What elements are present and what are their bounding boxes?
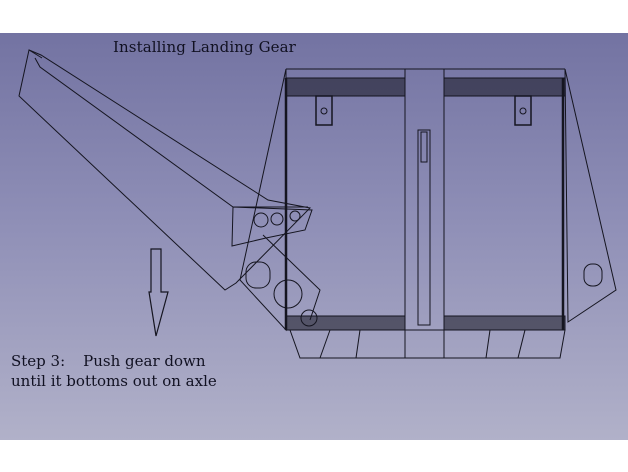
step-label: Step 3: [11, 352, 66, 370]
mount-hole-3 [289, 210, 301, 222]
bottom-rail-right [443, 315, 566, 331]
gear-mount-plate [231, 206, 313, 247]
drawing-canvas [0, 33, 628, 440]
fuselage-section [239, 68, 617, 359]
wheel-hub [273, 279, 303, 309]
keel-rib [355, 329, 361, 359]
step-instruction: Push gear down [83, 352, 206, 370]
top-rail-right [443, 77, 566, 97]
bottom-rail-left [285, 315, 406, 331]
bottom-keel [289, 329, 566, 359]
gear-leg-inner-edge [34, 57, 308, 208]
down-arrow-icon [148, 248, 169, 337]
small-wheel [300, 309, 318, 327]
mount-hole-1 [253, 212, 269, 228]
fuselage-outer-left [239, 68, 287, 332]
center-slot [417, 129, 431, 326]
gear-leg-outline [18, 49, 312, 291]
bracket-left [315, 95, 333, 126]
step-caption: Step 3: Push gear down until it bottoms o… [11, 351, 217, 391]
keel-rib [517, 329, 526, 359]
fuselage-outer-right [564, 68, 617, 323]
keel-rib [485, 329, 491, 359]
step-instruction-continued: until it bottoms out on axle [11, 372, 217, 390]
keel-rib [319, 329, 331, 359]
center-post [404, 68, 445, 331]
bracket-right [514, 95, 532, 126]
diagram-title: Installing Landing Gear [113, 38, 296, 56]
gear-leg-tip [28, 49, 43, 59]
gear-brace [262, 234, 321, 321]
gear-well-right [583, 263, 603, 287]
slot-fitting [420, 131, 428, 163]
mount-hole-2 [270, 212, 284, 226]
gear-well-left [245, 261, 271, 289]
bracket-left-hole [320, 107, 328, 115]
landing-gear-leg [18, 49, 321, 321]
top-rail-left [285, 77, 406, 97]
bracket-right-hole [519, 107, 527, 115]
